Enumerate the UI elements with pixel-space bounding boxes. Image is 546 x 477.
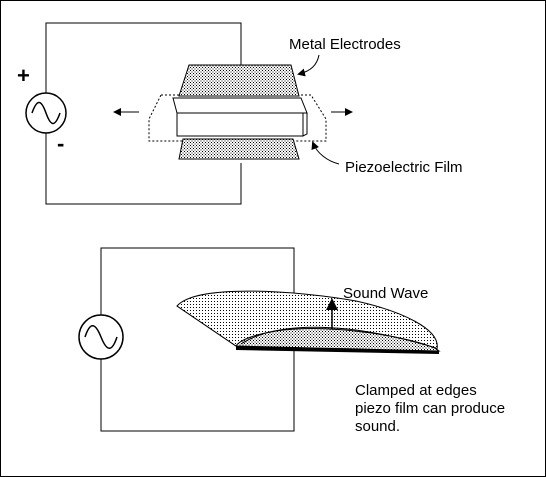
top-wire-lower <box>45 133 242 205</box>
minus-symbol: - <box>57 131 64 156</box>
film-side-face <box>302 112 308 137</box>
top-circuit: + - <box>17 22 242 205</box>
bottom-labels: Sound Wave Clamped at edges piezo film c… <box>343 285 505 435</box>
caption-line-1: Clamped at edges <box>355 382 477 399</box>
top-film-assembly <box>113 64 353 160</box>
top-wire-upper <box>45 22 242 93</box>
sound-wave-label: Sound Wave <box>343 285 428 302</box>
plus-symbol: + <box>17 63 30 88</box>
film-label: Piezoelectric Film <box>345 159 463 176</box>
top-labels: Metal Electrodes Piezoelectric Film <box>289 36 463 176</box>
film-pointer-icon <box>311 141 340 165</box>
electrodes-label: Metal Electrodes <box>289 36 401 53</box>
caption-line-3: sound. <box>355 418 400 435</box>
bottom-ac-source-icon <box>78 314 124 360</box>
caption-line-2: piezo film can produce <box>355 400 505 417</box>
lower-electrode <box>178 138 300 160</box>
piezo-film <box>176 112 304 137</box>
bottom-film-assembly <box>176 290 441 354</box>
upper-electrode <box>178 64 300 97</box>
expanded-film-outline <box>148 94 327 142</box>
electrodes-pointer-icon <box>297 54 320 77</box>
film-top-face <box>172 97 308 114</box>
base-plate-edge <box>236 346 439 354</box>
film-crease <box>240 326 437 349</box>
top-ac-source-icon <box>25 92 67 134</box>
